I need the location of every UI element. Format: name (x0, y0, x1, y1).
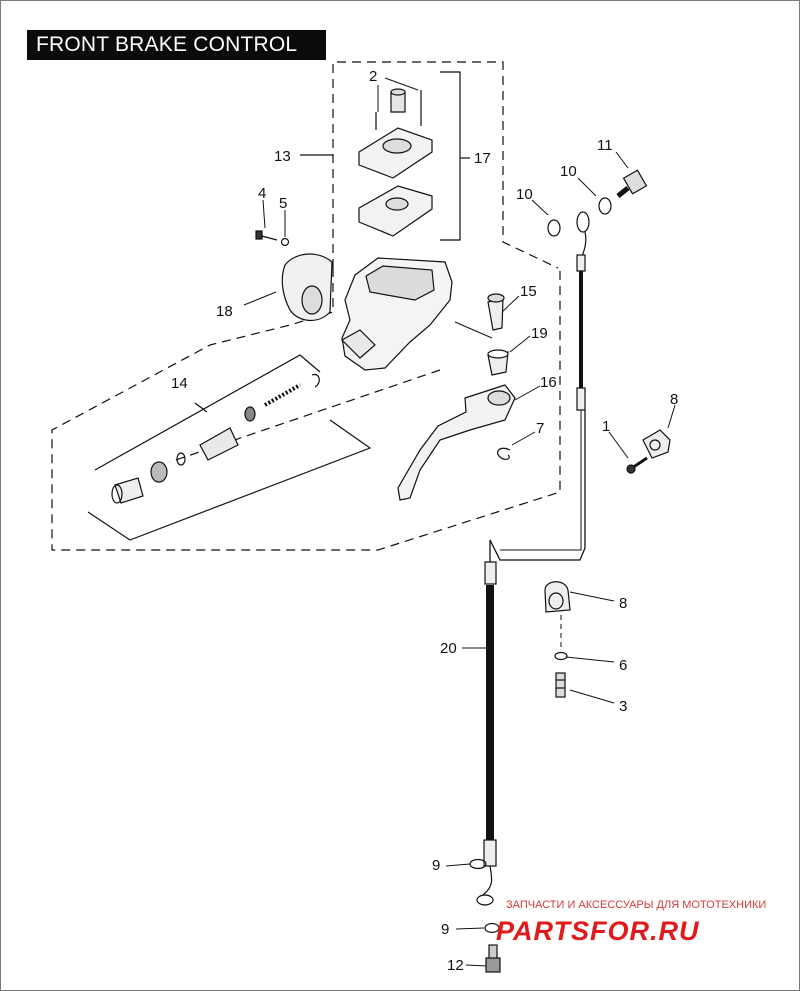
clip-8-right (642, 429, 671, 459)
group-bracket-17 (440, 71, 470, 241)
washer-6 (554, 651, 568, 661)
callout-labels: 2 13 17 4 5 18 10 10 11 15 19 16 7 14 1 … (171, 68, 678, 974)
washer-5 (280, 237, 290, 247)
callout-20: 20 (440, 640, 457, 657)
callout-3: 3 (619, 698, 627, 715)
callout-1: 1 (602, 418, 610, 435)
callout-4: 4 (258, 185, 266, 202)
banjo-bolt-11 (616, 169, 648, 198)
callout-11: 11 (597, 137, 613, 154)
pivot-pin-15 (487, 293, 505, 331)
callout-10-left: 10 (516, 186, 533, 203)
group-bracket-14 (87, 354, 372, 541)
callout-6: 6 (619, 657, 627, 674)
callout-8-lower: 8 (619, 595, 627, 612)
leader-lines (243, 77, 676, 967)
piston-group-14 (111, 373, 320, 504)
reservoir-cover-parts (358, 88, 433, 237)
callout-9-lower: 9 (441, 921, 449, 938)
clamp-8-lower (544, 581, 571, 613)
callout-16: 16 (540, 374, 557, 391)
callout-15: 15 (520, 283, 537, 300)
washer-9-lower (484, 922, 500, 934)
bushing-19 (487, 349, 509, 376)
watermark-tagline: ЗАПЧАСТИ И АКСЕССУАРЫ ДЛЯ МОТОТЕХНИКИ (506, 899, 766, 911)
screw-1 (626, 456, 648, 474)
callout-17: 17 (474, 150, 491, 167)
page-title: FRONT BRAKE CONTROL (27, 30, 326, 60)
clamp-18 (281, 253, 333, 321)
brake-hose-20 (476, 561, 497, 906)
callout-12: 12 (447, 957, 464, 974)
screw-3 (555, 672, 566, 698)
callout-18: 18 (216, 303, 233, 320)
callout-14: 14 (171, 375, 188, 392)
brake-lever-16 (397, 384, 516, 501)
screw-4 (255, 230, 278, 241)
brake-line-upper (489, 254, 586, 565)
callout-2: 2 (369, 68, 377, 85)
watermark-brand: PARTSFOR.RU (496, 916, 700, 946)
callout-8-right: 8 (670, 391, 678, 408)
callout-19: 19 (531, 325, 548, 342)
washer-10-left (547, 219, 561, 237)
dashed-assembly-outline (51, 61, 561, 551)
banjo-bolt-12 (485, 944, 501, 973)
washer-9-upper (469, 858, 487, 870)
washer-10-right (598, 197, 612, 215)
callout-7: 7 (536, 420, 544, 437)
callout-10-right: 10 (560, 163, 577, 180)
callout-5: 5 (279, 195, 287, 212)
retaining-clip-7 (497, 447, 511, 460)
watermark: ЗАПЧАСТИ И АКСЕССУАРЫ ДЛЯ МОТОТЕХНИКИ PA… (496, 899, 766, 946)
callout-9-upper: 9 (432, 857, 440, 874)
master-cylinder-body (341, 257, 453, 371)
callout-13: 13 (274, 148, 291, 165)
